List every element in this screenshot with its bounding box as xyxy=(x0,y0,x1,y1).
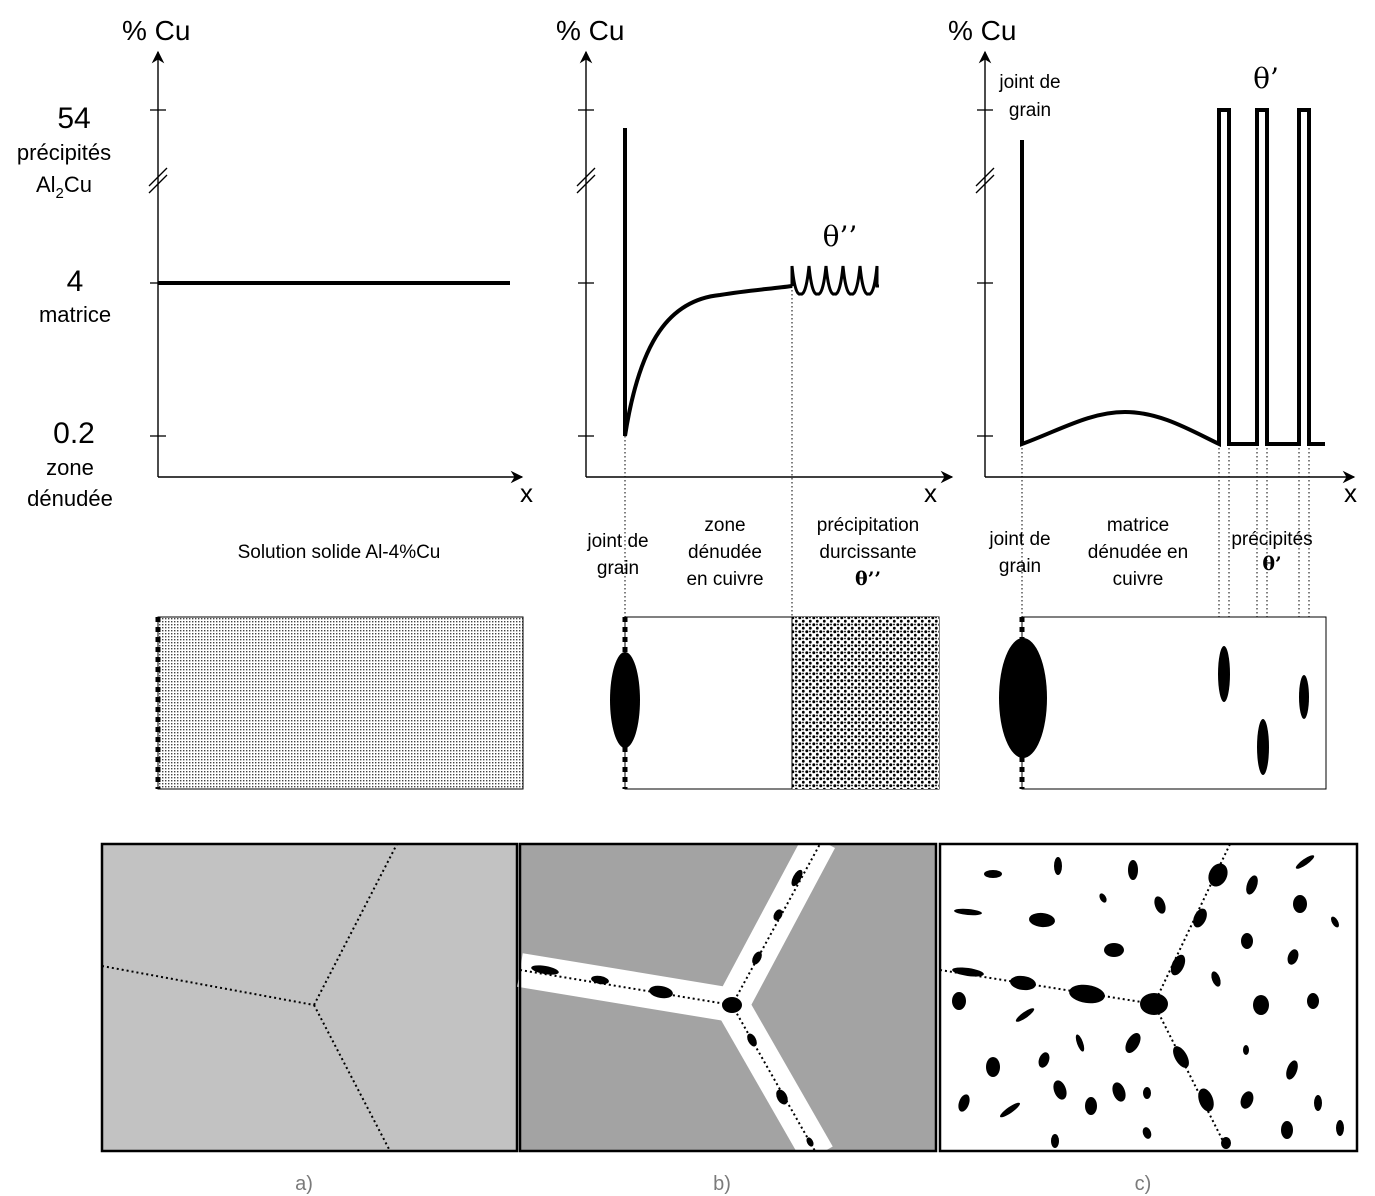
theta-prime-precipitates-c xyxy=(952,855,1344,1149)
label-c: c) xyxy=(1135,1173,1152,1195)
axis-break-c xyxy=(975,167,995,194)
annotation-b-precip-3: θ’’ xyxy=(855,568,881,590)
axis-break-b xyxy=(576,167,596,194)
y-level-0-2-caption: zone xyxy=(46,455,94,480)
x-axis-label-c: x xyxy=(1344,478,1357,508)
theta-prime-precipitate-3 xyxy=(1299,675,1309,719)
annotation-c-matrix-2: dénudée en xyxy=(1088,542,1188,563)
x-axis-label-b: x xyxy=(924,478,937,508)
annotation-b-precip-2: durcissante xyxy=(819,542,916,563)
depletion-curve-b xyxy=(623,128,793,437)
label-a: a) xyxy=(295,1173,313,1195)
y-level-0-2: 0.2 xyxy=(53,417,95,450)
annotation-c-grain-boundary-1: joint de xyxy=(988,529,1050,550)
annotation-c-precip-1: précipités xyxy=(1231,529,1312,550)
graph-a: % Cu x 54 précipités Al2Cu 4 matrice 0.2… xyxy=(17,15,533,790)
micrograph-a-matrix xyxy=(102,844,517,1151)
annotation-c-precip-2: θ’ xyxy=(1262,553,1281,575)
theta-double-prime-label: θ’’ xyxy=(823,220,858,253)
annotation-c-matrix-3: cuivre xyxy=(1113,569,1164,590)
y-level-0-2-caption2: dénudée xyxy=(27,486,113,511)
micrograph-a-boundaries xyxy=(101,843,398,1152)
concentration-profile-c xyxy=(1020,108,1325,448)
y-level-4-caption: matrice xyxy=(39,302,111,327)
axis-break-a xyxy=(148,167,168,194)
solid-solution-caption: Solution solide Al-4%Cu xyxy=(238,542,441,563)
annotation-c-grain-boundary-2: grain xyxy=(999,556,1041,577)
grain-boundary-label-c-2: grain xyxy=(1009,100,1051,121)
hardening-precipitation-zone xyxy=(792,617,939,789)
micrograph-c: c) xyxy=(938,842,1359,1195)
grain-boundary-label-c-1: joint de xyxy=(998,72,1060,93)
annotation-b-grain-boundary-2: grain xyxy=(597,558,639,579)
annotation-b-zone-2: dénudée xyxy=(688,542,762,563)
annotation-b-zone-3: en cuivre xyxy=(686,569,763,590)
graph-b: % Cu x θ’’ joint de grain zone dénudée e… xyxy=(556,15,954,790)
schematic-c-frame xyxy=(1021,616,1327,790)
y-axis-label-c: % Cu xyxy=(948,15,1016,46)
y-level-54-formula: Al2Cu xyxy=(36,172,92,202)
theta-prime-label: θ’ xyxy=(1253,62,1279,95)
annotation-b-grain-boundary-1: joint de xyxy=(586,531,648,552)
micrograph-b: b) xyxy=(517,832,938,1195)
x-axis-label-a: x xyxy=(520,478,533,508)
grain-boundary-precipitate-b xyxy=(610,652,640,748)
boundary-precipitates-b xyxy=(531,869,814,1147)
annotation-b-zone-1: zone xyxy=(704,515,745,536)
annotation-c-matrix-1: matrice xyxy=(1107,515,1169,536)
graph-c: % Cu x joint de grain θ’ joint de grain … xyxy=(948,15,1357,790)
theta-prime-precipitate-1 xyxy=(1218,646,1230,702)
y-level-54-caption: précipités xyxy=(17,140,111,165)
y-level-54: 54 xyxy=(57,102,90,135)
micrograph-a: a) xyxy=(100,842,519,1195)
micrograph-b-boundaries xyxy=(519,843,821,1152)
theta-prime-precipitate-2 xyxy=(1257,719,1269,775)
y-axis-label-b: % Cu xyxy=(556,15,624,46)
theta-double-prime-wave xyxy=(790,265,879,296)
label-b: b) xyxy=(713,1173,731,1195)
annotation-b-precip-1: précipitation xyxy=(817,515,919,536)
grain-boundary-precipitate-c xyxy=(999,638,1047,758)
y-axis-label-a: % Cu xyxy=(122,15,190,46)
solid-solution-block xyxy=(157,616,524,790)
y-level-4: 4 xyxy=(67,265,84,298)
